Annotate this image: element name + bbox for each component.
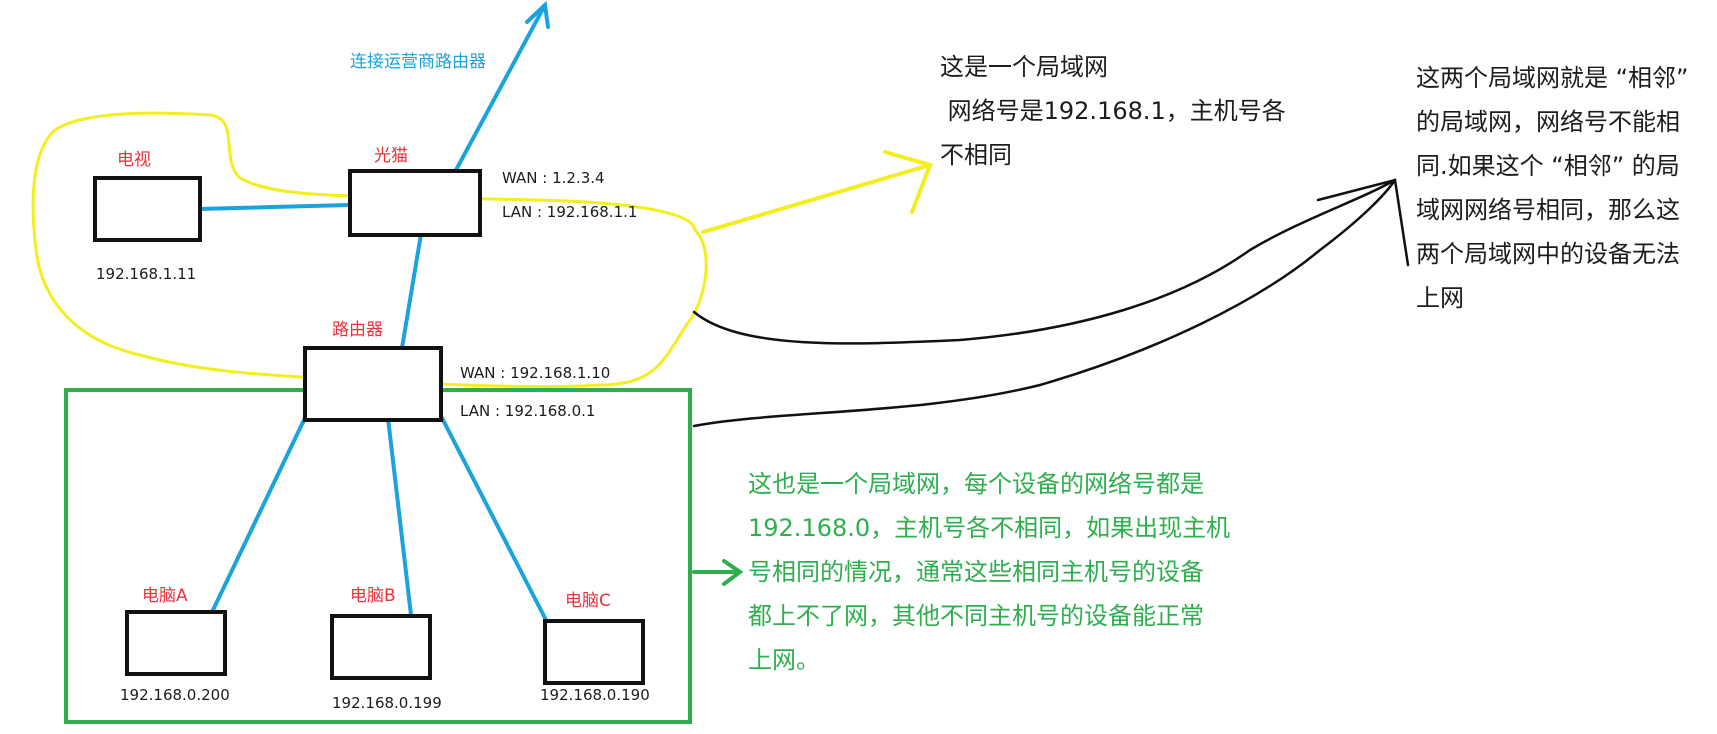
- lan1-note-line: 这是一个局域网: [940, 53, 1108, 81]
- tv-label: 电视: [117, 150, 151, 170]
- adjacent-note: 这两个局域网就是 “相邻” 的局域网，网络号不能相 同.如果这个 “相邻” 的局…: [1416, 56, 1689, 320]
- adjacent-note-line: 上网: [1416, 284, 1464, 312]
- adjacent-pointer-2: [692, 178, 1397, 428]
- lan2-note: 这也是一个局域网，每个设备的网络号都是 192.168.0，主机号各不相同，如果…: [748, 462, 1230, 682]
- modem-box: [348, 169, 482, 237]
- router-lan: LAN : 192.168.0.1: [460, 402, 596, 420]
- pc-b-label: 电脑B: [350, 586, 396, 606]
- link-modem-router: [400, 232, 423, 350]
- lan1-note-line: 网络号是192.168.1，主机号各: [940, 97, 1286, 125]
- link-router-pc-a: [211, 418, 306, 612]
- lan2-note-line: 这也是一个局域网，每个设备的网络号都是: [748, 470, 1204, 498]
- router-label: 路由器: [332, 320, 383, 340]
- modem-lan: LAN : 192.168.1.1: [502, 203, 638, 221]
- link-router-pc-c: [440, 416, 548, 622]
- router-wan: WAN : 192.168.1.10: [460, 364, 611, 382]
- lan2-note-line: 上网。: [748, 646, 820, 674]
- isp-arrowhead: [525, 0, 550, 29]
- lan1-pointer: [701, 163, 932, 234]
- adjacent-note-line: 的局域网，网络号不能相: [1416, 108, 1680, 136]
- modem-label: 光猫: [374, 146, 408, 166]
- pc-b-ip: 192.168.0.199: [332, 694, 442, 712]
- router-box: [303, 346, 443, 422]
- isp-link-label: 连接运营商路由器: [350, 52, 486, 72]
- adjacent-note-line: 同.如果这个 “相邻” 的局: [1416, 152, 1680, 180]
- adjacent-note-line: 这两个局域网就是 “相邻”: [1416, 64, 1689, 92]
- pc-a-ip: 192.168.0.200: [120, 686, 230, 704]
- lan2-pointer-head: [722, 559, 744, 586]
- pc-c-label: 电脑C: [565, 591, 611, 611]
- pc-a-box: [125, 610, 227, 676]
- lan1-note: 这是一个局域网 网络号是192.168.1，主机号各 不相同: [940, 45, 1286, 177]
- lan1-note-line: 不相同: [940, 141, 1012, 169]
- adjacent-pointer-1: [692, 178, 1397, 345]
- pc-c-ip: 192.168.0.190: [540, 686, 650, 704]
- modem-wan: WAN : 1.2.3.4: [502, 169, 605, 187]
- link-modem-isp: [454, 3, 547, 172]
- lan2-note-line: 192.168.0，主机号各不相同，如果出现主机: [748, 514, 1231, 542]
- link-tv-modem: [197, 203, 351, 211]
- adjacent-note-line: 两个局域网中的设备无法: [1416, 240, 1680, 268]
- pc-a-label: 电脑A: [142, 586, 188, 606]
- pc-b-box: [330, 614, 432, 680]
- lan2-note-line: 号相同的情况，通常这些相同主机号的设备: [748, 558, 1204, 586]
- tv-ip: 192.168.1.11: [96, 265, 197, 283]
- lan1-pointer-head: [883, 150, 933, 214]
- lan2-note-line: 都上不了网，其他不同主机号的设备能正常: [748, 602, 1204, 630]
- adjacent-note-line: 域网网络号相同，那么这: [1416, 196, 1680, 224]
- pc-c-box: [543, 619, 645, 685]
- tv-box: [93, 176, 202, 242]
- adjacent-pointer-head: [1316, 178, 1410, 267]
- link-router-pc-b: [386, 416, 413, 617]
